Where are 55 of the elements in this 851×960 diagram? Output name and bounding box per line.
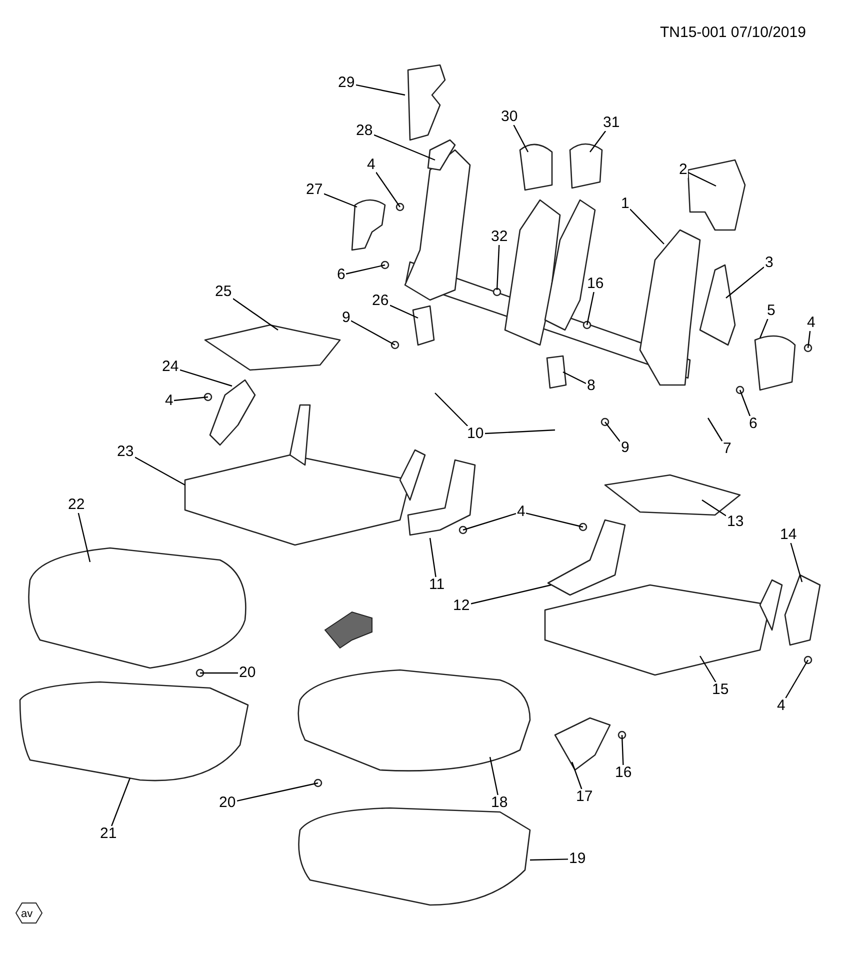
leader-line xyxy=(134,456,186,486)
callout-number: 1 xyxy=(620,196,630,212)
leader-line xyxy=(174,396,208,402)
leader-line xyxy=(350,320,396,346)
marker-text: av xyxy=(21,907,33,922)
leader-line xyxy=(530,858,568,861)
leader-line xyxy=(111,778,131,826)
leader-line xyxy=(470,584,552,604)
leader-line xyxy=(702,500,726,516)
leader-line xyxy=(621,734,624,766)
leader-line xyxy=(496,244,500,290)
callout-number: 31 xyxy=(602,115,621,131)
callout-number: 14 xyxy=(779,527,798,543)
leader-line xyxy=(785,660,809,698)
callout-number: 5 xyxy=(766,303,776,319)
leader-line xyxy=(236,782,318,802)
leader-line xyxy=(434,392,468,426)
leader-line xyxy=(462,512,516,531)
leader-line xyxy=(390,304,418,319)
leader-line xyxy=(726,266,764,298)
leader-line xyxy=(586,292,594,326)
leader-line xyxy=(513,124,529,152)
leader-line xyxy=(707,418,723,442)
leader-line xyxy=(604,422,620,442)
leader-line xyxy=(562,371,586,384)
leader-line xyxy=(526,512,584,528)
leader-line xyxy=(374,134,436,161)
leader-line xyxy=(807,330,811,348)
leader-line xyxy=(429,538,436,578)
leader-line xyxy=(232,298,278,330)
diagram-code-date: TN15-001 07/10/2019 xyxy=(660,25,806,41)
leader-line xyxy=(571,762,582,790)
leader-line xyxy=(688,172,716,187)
callout-number: 4 xyxy=(806,315,816,331)
leader-line xyxy=(739,390,750,416)
callout-number: 3 xyxy=(764,255,774,271)
leader-line xyxy=(78,512,91,562)
leader-line xyxy=(180,369,232,387)
leader-line xyxy=(630,208,664,244)
leader-line xyxy=(590,130,606,152)
leader-line xyxy=(699,656,716,682)
leader-line xyxy=(489,756,498,796)
leader-line xyxy=(200,672,238,674)
callout-number: 16 xyxy=(586,276,605,292)
callout-number: 4 xyxy=(366,157,376,173)
leader-line xyxy=(484,429,556,434)
leader-line xyxy=(356,84,406,96)
leader-line xyxy=(376,172,400,208)
leader-line xyxy=(790,542,803,582)
callout-number: 22 xyxy=(67,497,86,513)
leader-line xyxy=(346,264,386,274)
callout-number: 2 xyxy=(678,162,688,178)
leader-line xyxy=(324,193,358,208)
callout-number: 30 xyxy=(500,109,519,125)
leader-line xyxy=(759,318,768,338)
